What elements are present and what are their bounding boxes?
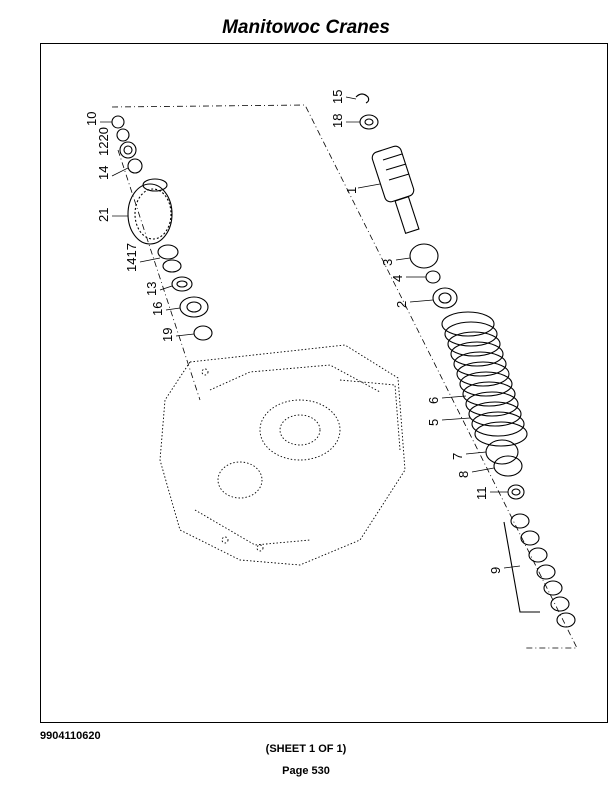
- callout-2: 2: [394, 301, 409, 308]
- callout-6: 6: [426, 397, 441, 404]
- diagram-frame: [40, 43, 608, 723]
- callout-1417: 1417: [124, 243, 139, 272]
- part-12-bearing: [119, 141, 137, 159]
- part-19-ring: [193, 325, 213, 341]
- clutch-plate-stack: [441, 311, 528, 447]
- callout-3: 3: [380, 259, 395, 266]
- callout-1: 1: [344, 187, 359, 194]
- callout-14: 14: [96, 166, 111, 180]
- transmission-housing-outline: [159, 344, 406, 566]
- part-11-ring: [507, 484, 525, 500]
- callout-13: 13: [144, 282, 159, 296]
- part-10-ring: [111, 115, 125, 129]
- part-7-ring: [485, 439, 519, 465]
- sheet-indicator: (SHEET 1 OF 1): [265, 743, 347, 755]
- callout-7: 7: [450, 453, 465, 460]
- left-gear-group: [111, 115, 213, 341]
- callout-19: 19: [160, 328, 175, 342]
- callout-10: 10: [84, 112, 99, 126]
- page-number: Page 530: [282, 765, 330, 777]
- callout-15: 15: [330, 90, 345, 104]
- callout-1220: 1220: [96, 127, 111, 156]
- part-3-ring: [409, 243, 439, 269]
- callout-11: 11: [474, 487, 489, 501]
- part-15-clip: [355, 93, 370, 104]
- callout-5: 5: [426, 419, 441, 426]
- part-9-seal-set: [510, 513, 576, 628]
- part-14b-ring: [162, 259, 182, 273]
- part-4-ring: [425, 270, 441, 284]
- part-18-bearing: [359, 114, 379, 130]
- callout-8: 8: [456, 471, 471, 478]
- callout-21: 21: [96, 208, 111, 222]
- document-number: 9904110620: [40, 730, 101, 742]
- callout-4: 4: [390, 275, 405, 282]
- part-2-bearing: [432, 287, 458, 309]
- page-header-title: Manitowoc Cranes: [222, 17, 390, 38]
- assembly-boundary-lines: [111, 104, 578, 649]
- part-1-shaft: [394, 195, 420, 235]
- callout-9: 9: [488, 567, 503, 574]
- callout-18: 18: [330, 114, 345, 128]
- part-8-ring: [493, 455, 523, 477]
- part-17-ring: [157, 244, 179, 260]
- callout-leaders: [100, 96, 521, 569]
- part-14-ring: [127, 158, 143, 174]
- callout-16: 16: [150, 302, 165, 316]
- right-clutch-group: [355, 93, 576, 628]
- part-16-bearing: [179, 296, 209, 318]
- part-20-ring: [116, 128, 130, 142]
- part-13-bearing: [171, 276, 193, 292]
- part-21-gear: [127, 183, 173, 245]
